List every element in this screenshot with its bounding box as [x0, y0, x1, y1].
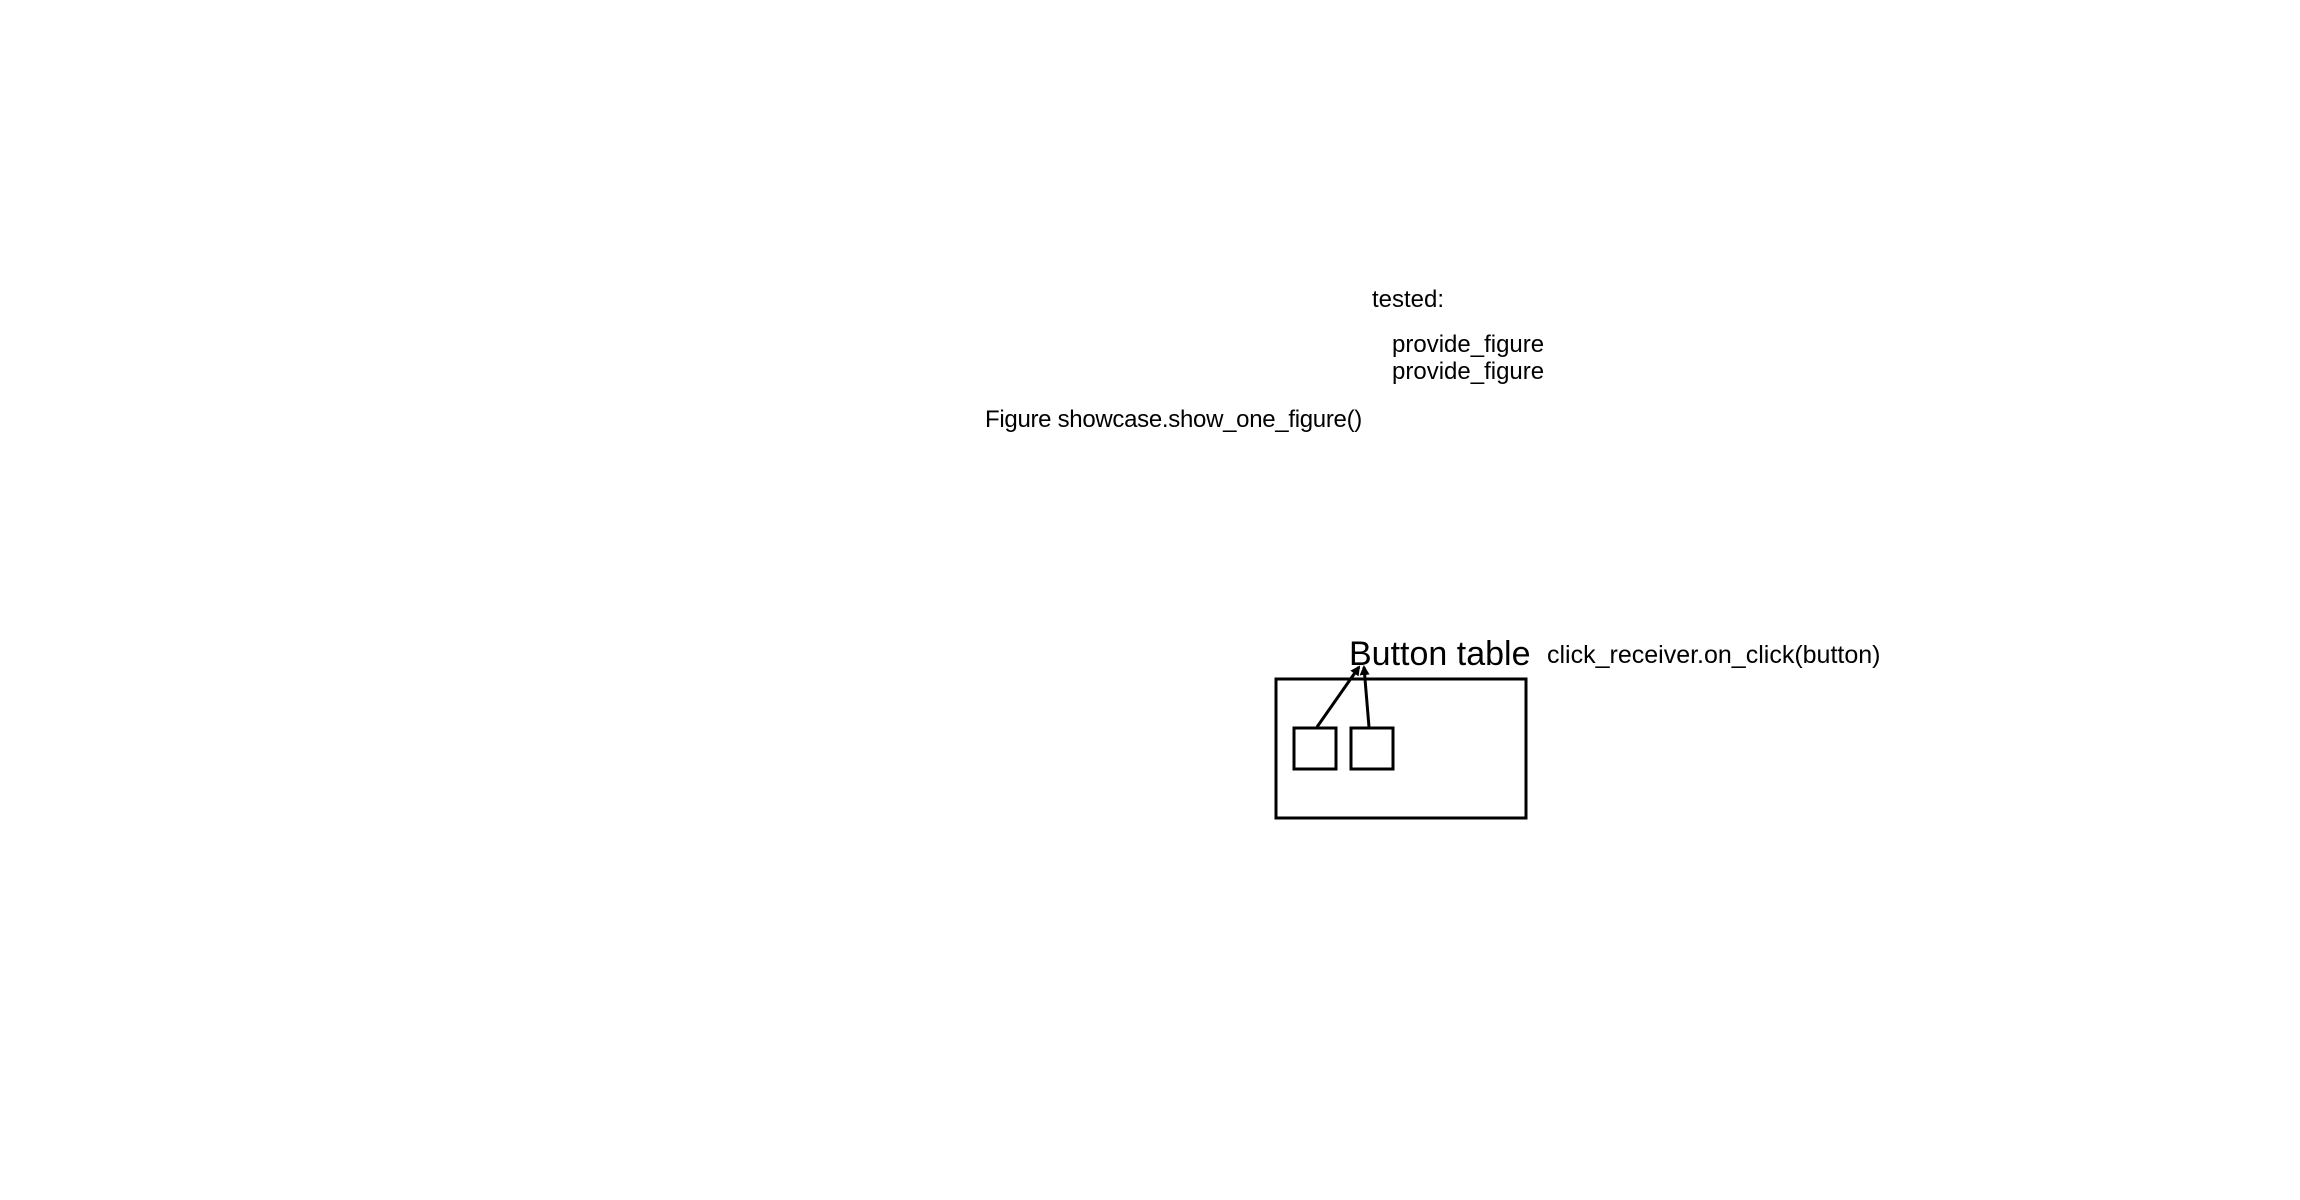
provided-item-1: provide_figure — [1392, 331, 1545, 358]
button-table-frame — [1274, 677, 1528, 820]
provided-item-2: provide_figure — [1392, 358, 1545, 385]
table-button-1[interactable] — [1292, 726, 1338, 771]
button-1-arrow — [1315, 665, 1361, 728]
button-table-title: Button table — [1349, 635, 1531, 673]
figure-call-text: Figure showcase.show_one_figure() — [985, 406, 1362, 433]
click-callback-text: click_receiver.on_click(button) — [1547, 641, 1881, 669]
table-button-2[interactable] — [1349, 726, 1395, 771]
tested-label: tested: — [1372, 286, 1445, 313]
button-2-arrow — [1359, 665, 1371, 728]
